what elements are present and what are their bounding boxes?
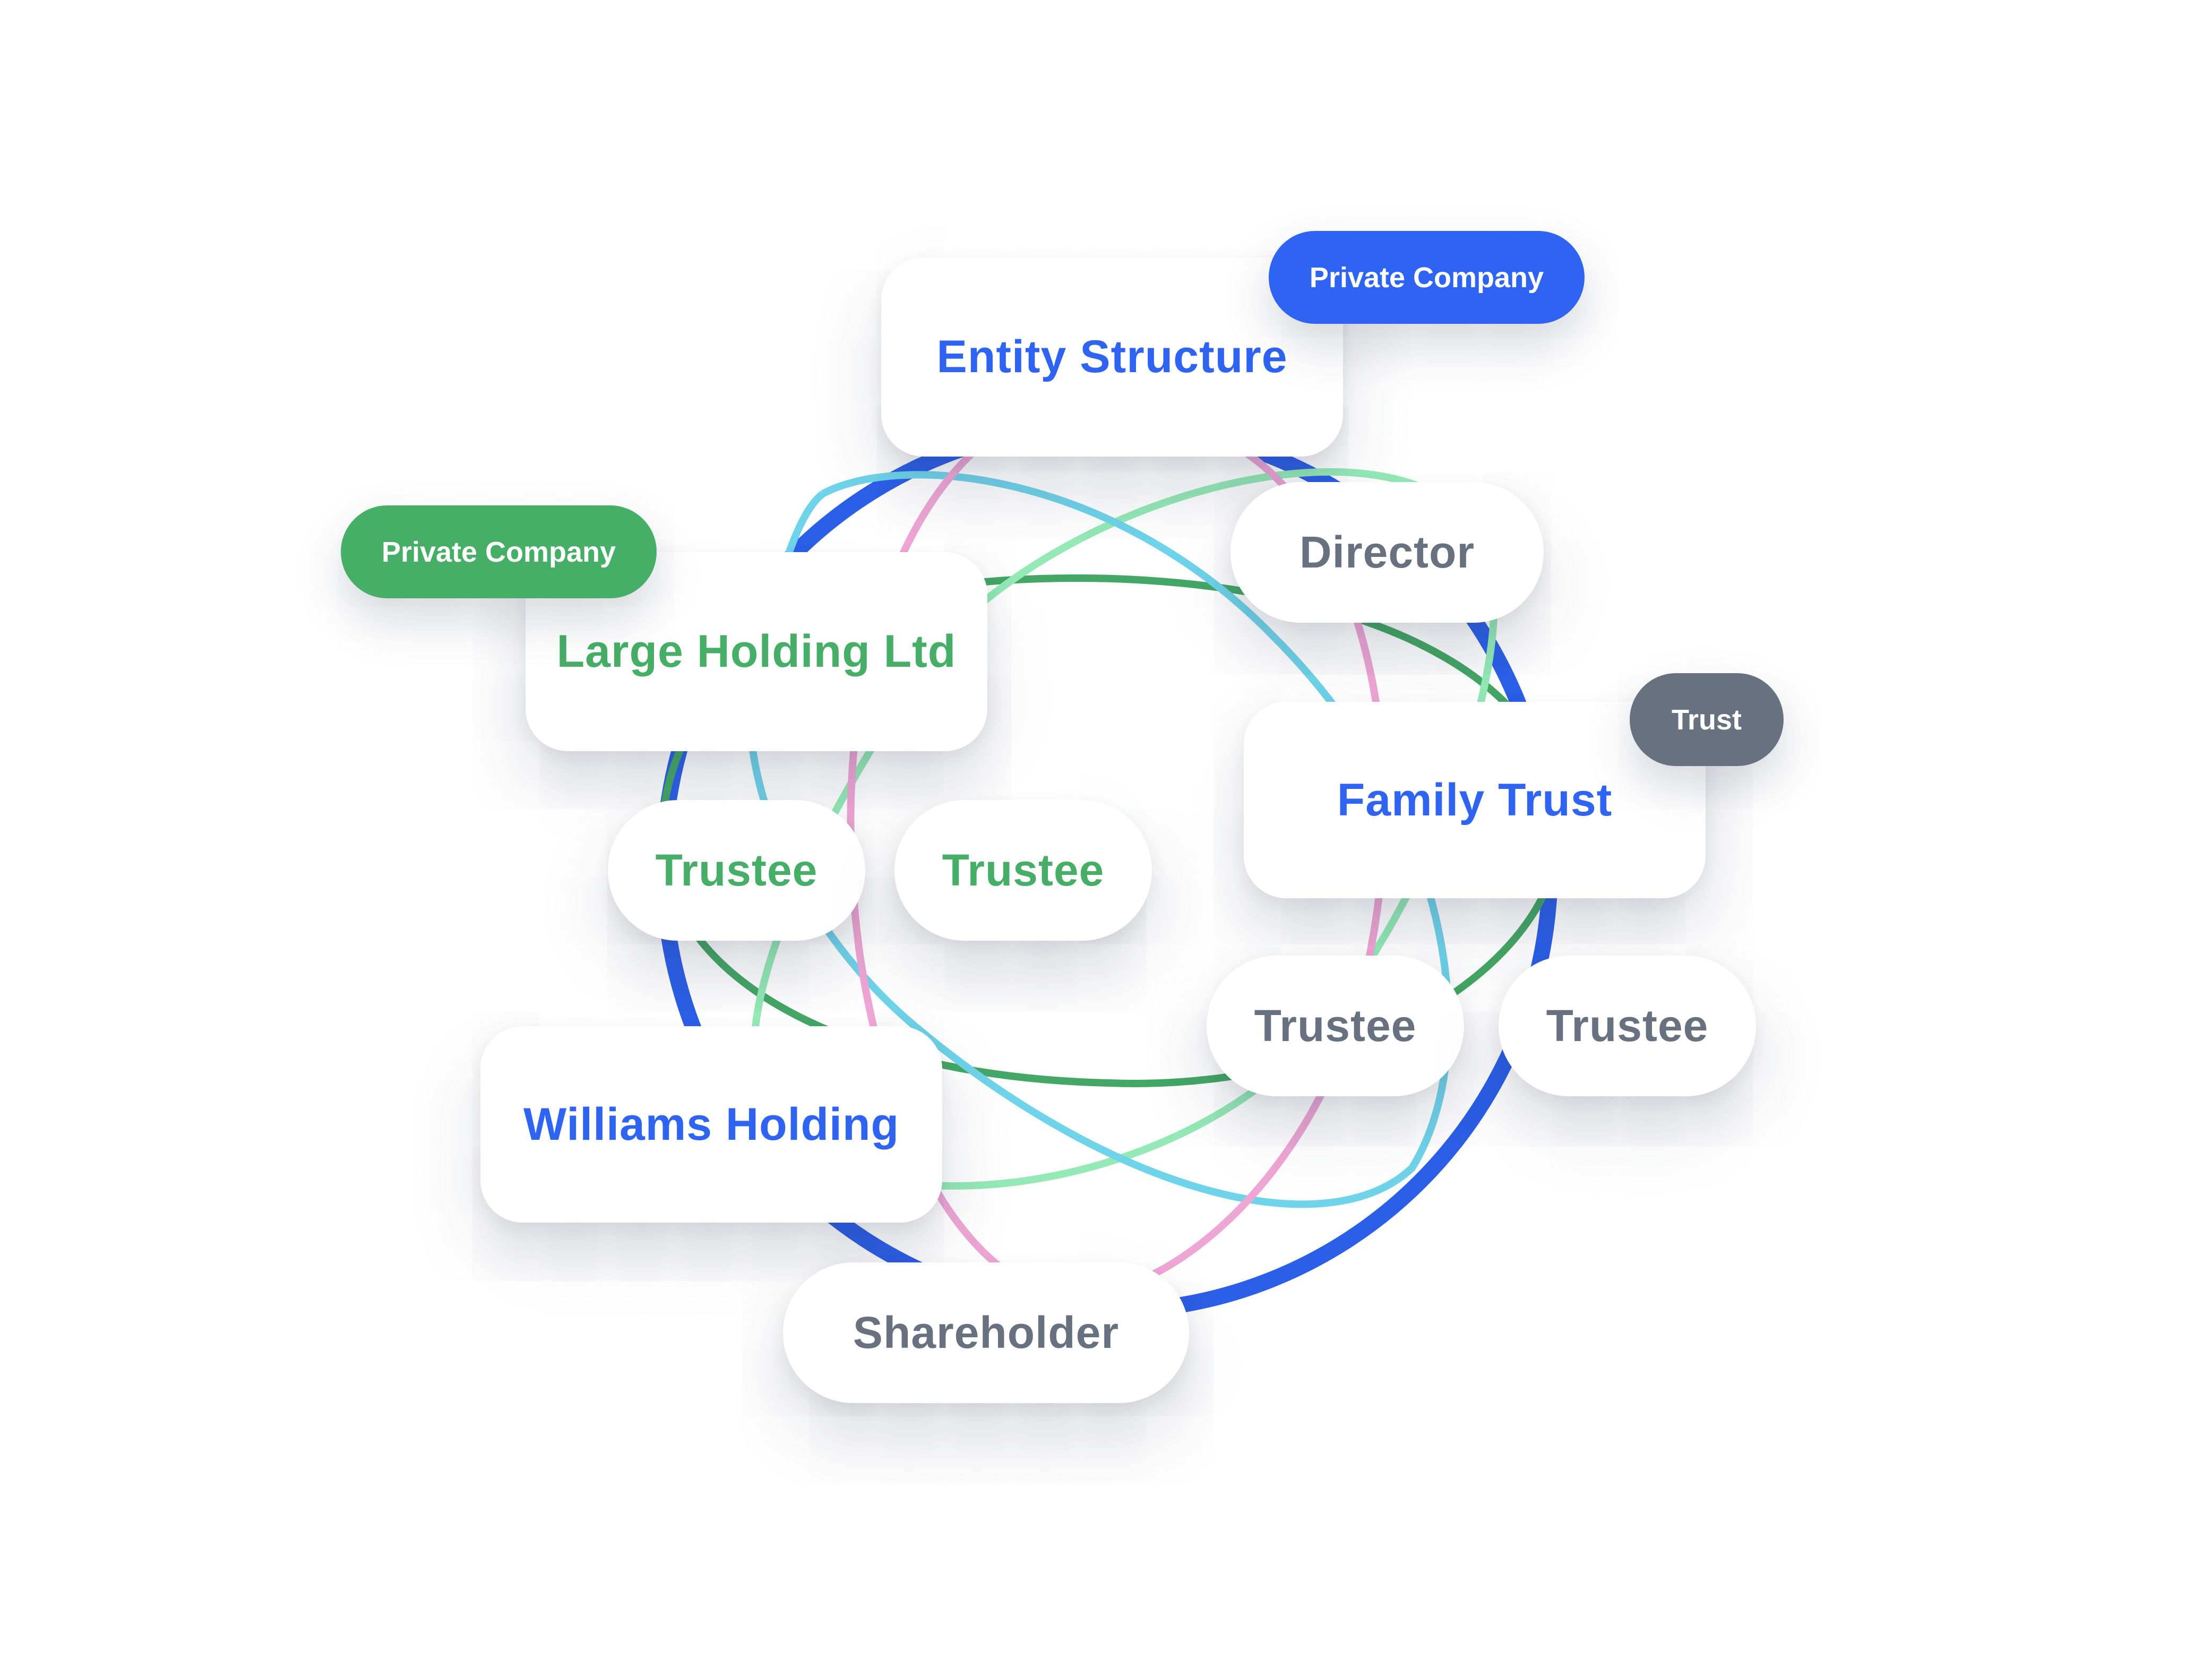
director-card[interactable]: Director	[1230, 482, 1544, 623]
large-holding-label: Large Holding Ltd	[556, 626, 957, 677]
shareholder-label: Shareholder	[853, 1308, 1120, 1357]
entity-structure-card[interactable]: Entity Structure	[881, 257, 1343, 457]
director-label: Director	[1299, 527, 1475, 577]
family-trust-card[interactable]: Family Trust	[1244, 702, 1706, 898]
trustee-label: Trustee	[1546, 1001, 1709, 1051]
trustee-card-green-2[interactable]: Trustee	[894, 800, 1152, 941]
shareholder-card[interactable]: Shareholder	[783, 1262, 1189, 1403]
trustee-card-green-1[interactable]: Trustee	[608, 800, 865, 941]
family-trust-label: Family Trust	[1337, 774, 1613, 826]
entity-structure-type-badge: Private Company	[1269, 231, 1585, 324]
trustee-label: Trustee	[1254, 1001, 1417, 1051]
trustee-label: Trustee	[655, 845, 818, 895]
family-trust-type-badge: Trust	[1630, 673, 1784, 766]
trustee-label: Trustee	[942, 845, 1105, 895]
trustee-card-gray-1[interactable]: Trustee	[1207, 956, 1464, 1096]
williams-holding-card[interactable]: Williams Holding	[480, 1026, 942, 1223]
williams-holding-label: Williams Holding	[523, 1098, 900, 1150]
trustee-card-gray-2[interactable]: Trustee	[1499, 956, 1756, 1096]
entity-structure-label: Entity Structure	[936, 331, 1288, 382]
large-holding-type-badge: Private Company	[341, 505, 657, 598]
